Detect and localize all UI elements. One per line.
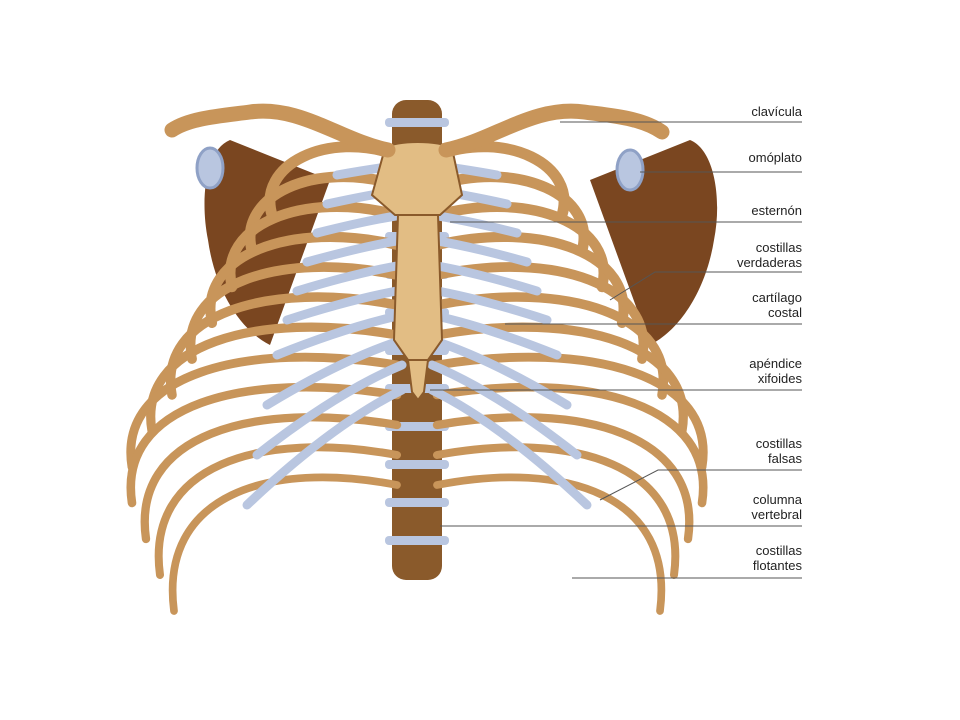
cartilage-left <box>292 260 407 296</box>
leader-lines <box>430 121 802 579</box>
cartilage-left <box>282 285 407 325</box>
rib-left <box>154 443 401 579</box>
cartilage-left <box>242 385 407 510</box>
rib-left <box>126 382 402 508</box>
sternum <box>370 141 464 402</box>
label-cartilago-costal: cartílago costal <box>752 290 802 320</box>
intervertebral-disc <box>385 460 449 469</box>
intervertebral-disc <box>385 118 449 127</box>
label-costillas-flotantes: costillas flotantes <box>752 543 802 573</box>
clavicles <box>164 103 670 158</box>
xiphoid-process <box>406 359 430 402</box>
cartilage-left <box>272 310 407 360</box>
cartilage-right <box>427 360 582 460</box>
intervertebral-disc <box>385 498 449 507</box>
leader-line <box>599 469 802 501</box>
cartilage-left <box>262 335 407 410</box>
rib-right <box>432 382 708 508</box>
leader-line <box>609 271 802 301</box>
label-esternon: esternón <box>751 203 802 218</box>
cartilage-left <box>252 360 407 460</box>
label-omoplato: omóplato <box>748 150 802 165</box>
cartilage-right <box>427 335 572 410</box>
label-apendice-xifoides: apéndice xifoides <box>749 356 802 386</box>
scapula-right <box>590 140 718 345</box>
rib-left <box>140 413 402 544</box>
label-costillas-falsas: costillas falsas <box>755 436 802 466</box>
cartilage-right <box>427 235 532 267</box>
rib-left <box>126 352 402 472</box>
label-clavicula: clavícula <box>751 104 802 119</box>
cartilage-right <box>427 260 542 296</box>
glenoid-left <box>195 146 225 190</box>
cartilage-right <box>427 285 552 325</box>
label-costillas-verdaderas: costillas verdaderas <box>736 240 802 270</box>
intervertebral-disc <box>385 536 449 545</box>
sternum-body <box>392 214 444 361</box>
rib-left <box>168 473 401 615</box>
cartilage-left <box>302 235 407 267</box>
rib-right <box>433 443 680 579</box>
rib-right <box>432 352 708 472</box>
cartilage-right <box>427 385 592 510</box>
rib-right <box>432 413 694 544</box>
glenoid-right <box>615 148 645 192</box>
label-columna-vertebral: columna vertebral <box>751 492 802 522</box>
cartilage-right <box>427 210 522 238</box>
cartilage-right <box>427 310 562 360</box>
clavicle-left <box>164 103 396 158</box>
costal-cartilages <box>242 160 592 510</box>
clavicle-right <box>438 103 670 158</box>
rib-right <box>433 473 666 615</box>
cartilage-left <box>312 210 407 238</box>
rib-cage-illustration <box>126 100 718 615</box>
